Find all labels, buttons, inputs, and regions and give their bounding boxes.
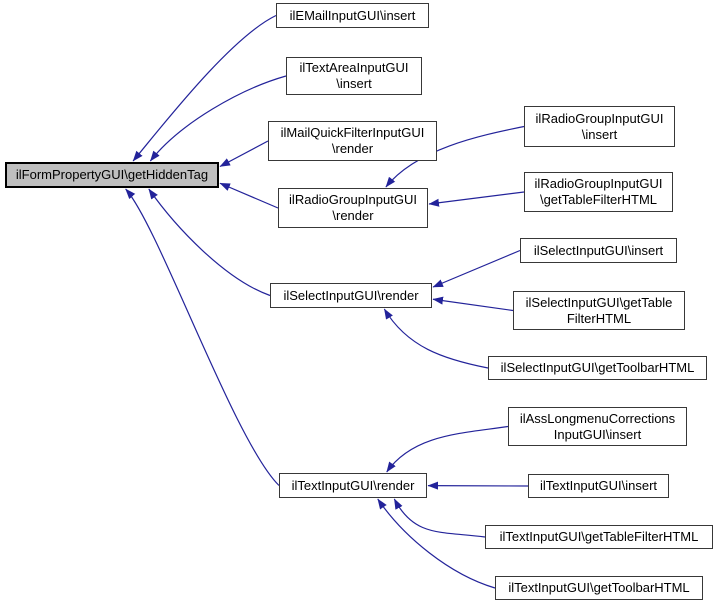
call-edge [432,249,521,288]
node-iltextareainputgui-insert[interactable]: ilTextAreaInputGUI \insert [286,57,422,95]
node-ilselectinputgui-gettoolbarhtml[interactable]: ilSelectInputGUI\getToolbarHTML [488,356,707,380]
node-ilmailquickfilterinputgui-render[interactable]: ilMailQuickFilterInputGUI \render [268,121,437,161]
node-ilradiogroupinputgui-insert[interactable]: ilRadioGroupInputGUI \insert [524,106,675,147]
node-ilselectinputgui-render[interactable]: ilSelectInputGUI\render [270,283,432,308]
node-iltextinputgui-gettoolbarhtml[interactable]: ilTextInputGUI\getToolbarHTML [495,576,703,600]
call-edge [219,182,279,209]
call-edge [432,296,514,312]
node-iltextinputgui-insert[interactable]: ilTextInputGUI\insert [528,474,669,498]
node-ilradiogroupinputgui-render[interactable]: ilRadioGroupInputGUI \render [278,188,428,228]
call-edge [377,498,496,589]
node-iltextinputgui-render[interactable]: ilTextInputGUI\render [279,473,427,498]
call-edge [428,191,525,207]
call-edge [385,125,525,188]
call-edge [132,14,277,162]
node-ilasslongmenucorrectionsinputgui-insert[interactable]: ilAssLongmenuCorrections InputGUI\insert [508,407,687,446]
node-ilformpropertygui-gethiddentag[interactable]: ilFormPropertyGUI\getHiddenTag [5,162,219,188]
call-edge [125,188,280,486]
node-ilselectinputgui-gettablefilterhtml[interactable]: ilSelectInputGUI\getTable FilterHTML [513,291,685,330]
call-edge [149,75,287,162]
call-edge [393,498,486,538]
call-edge [148,188,271,297]
node-ilradiogroupinputgui-gettablefilterhtml[interactable]: ilRadioGroupInputGUI \getTableFilterHTML [524,172,673,212]
node-iltextinputgui-gettablefilterhtml[interactable]: ilTextInputGUI\getTableFilterHTML [485,525,713,549]
call-edge [386,425,509,473]
call-edge [219,140,269,168]
call-edge [383,308,489,369]
node-ilemailinputgui-insert[interactable]: ilEMailInputGUI\insert [276,3,429,28]
node-ilselectinputgui-insert[interactable]: ilSelectInputGUI\insert [520,238,677,263]
